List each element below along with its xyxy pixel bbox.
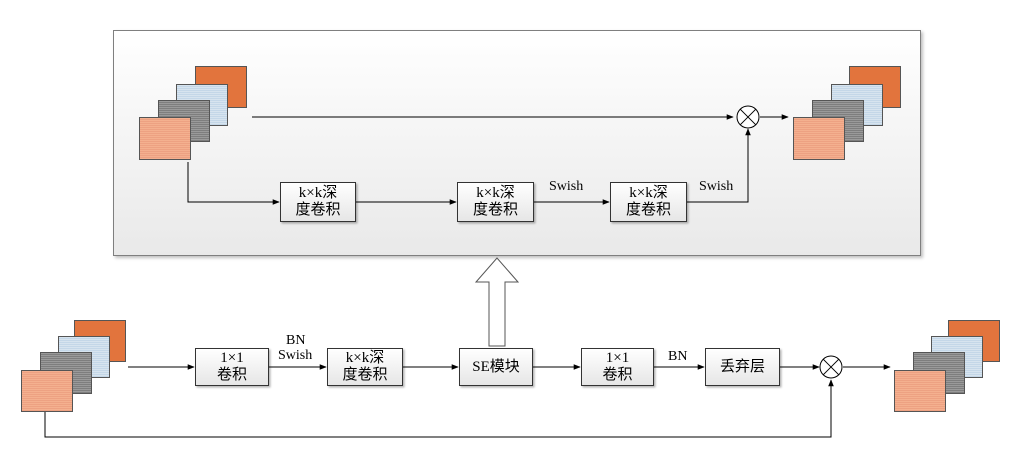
dwconv-box-2-line1: k×k深 [476,185,515,201]
dwconv-bottom-line2: 度卷积 [342,367,388,383]
bn-label-2: BN [668,349,688,364]
conv1x1-line1: 1×1 [220,350,244,366]
dwconv-bottom-line1: k×k深 [345,350,385,366]
arrow-to-dwconv-1 [187,162,280,205]
multiply-icon [736,105,760,129]
expand-arrow-icon [474,257,520,347]
swish-label-1: Swish [549,179,584,194]
dwconv-box-3-line1: k×k深 [629,185,668,201]
dwconv-box-bottom: k×k深 度卷积 [327,348,403,386]
feature-map-layer [21,370,73,412]
dwconv-box-1-line2: 度卷积 [295,202,341,218]
dropout-label: 丢弃层 [719,358,765,375]
dwconv-box-1: k×k深 度卷积 [280,182,356,222]
arrow-skip-bottom [44,379,834,438]
conv1x1-box-2: 1×1 卷积 [581,348,654,386]
multiply-icon [819,355,843,379]
dwconv-box-1-line1: k×k深 [298,185,338,201]
dwconv-box-3-line2: 度卷积 [625,202,671,218]
swish-label-2: Swish [699,179,734,194]
dwconv-box-3: k×k深 度卷积 [610,182,687,222]
se-module-label: SE模块 [472,358,520,375]
conv1x1-2-line1: 1×1 [605,350,630,366]
feature-map-layer [894,370,946,412]
dwconv-box-2: k×k深 度卷积 [457,182,534,222]
conv1x1-2-line2: 卷积 [602,367,633,383]
dwconv-box-2-line2: 度卷积 [472,202,518,218]
feature-map-layer [793,117,845,160]
conv1x1-line2: 卷积 [216,367,247,383]
swish-label: Swish [278,348,313,363]
se-module-box: SE模块 [459,348,533,386]
bn-label: BN [286,333,306,348]
feature-map-layer [139,117,191,160]
dropout-box: 丢弃层 [705,348,780,386]
conv1x1-box: 1×1 卷积 [195,348,269,386]
arrow-dwconv-3-to-multiply [687,128,751,203]
